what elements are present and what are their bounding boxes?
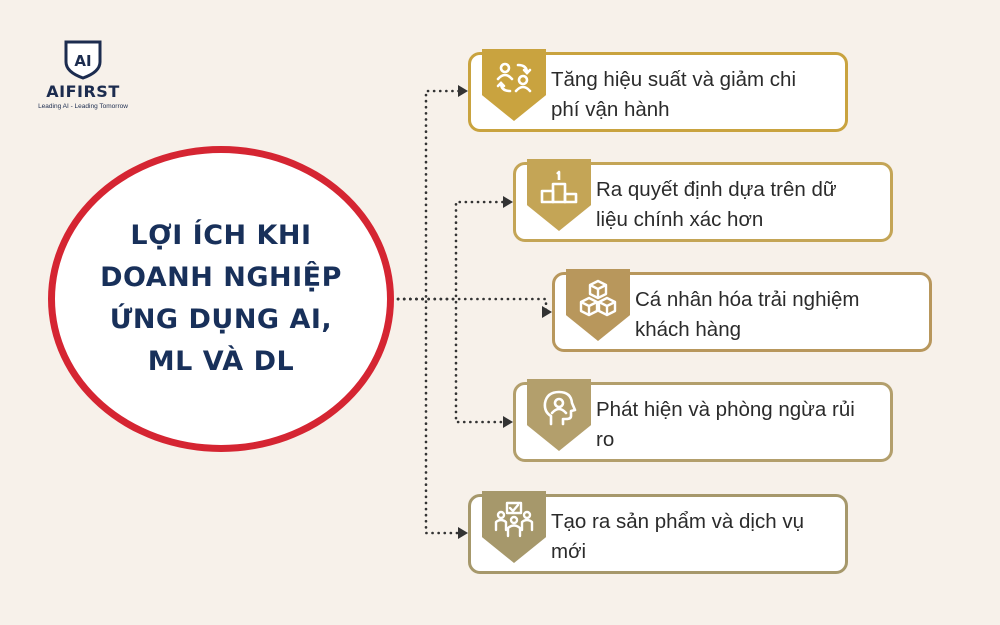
hub-title: LỢI ÍCH KHI DOANH NGHIỆP ỨNG DỤNG AI, ML… bbox=[100, 220, 342, 377]
head-profile-icon bbox=[527, 379, 591, 451]
team-presentation-icon bbox=[482, 491, 546, 563]
benefit-card-decisions: Ra quyết định dựa trên dữ liệu chính xác… bbox=[513, 159, 893, 242]
people-exchange-icon bbox=[482, 49, 546, 121]
brand-logo: AI AIFIRST Leading AI - Leading Tomorrow bbox=[28, 38, 138, 110]
brand-name: AIFIRST bbox=[46, 82, 120, 101]
benefit-label-risk: Phát hiện và phòng ngừa rủi ro bbox=[596, 398, 855, 451]
podium-icon bbox=[527, 159, 591, 231]
brand-tagline: Leading AI - Leading Tomorrow bbox=[38, 103, 128, 110]
cubes-icon bbox=[566, 269, 630, 341]
benefit-card-risk: Phát hiện và phòng ngừa rủi ro bbox=[513, 379, 893, 462]
benefit-card-efficiency: Tăng hiệu suất và giảm chi phí vận hành bbox=[468, 49, 848, 132]
benefit-card-innovation: Tạo ra sản phẩm và dịch vụ mới bbox=[468, 491, 848, 574]
benefit-label-personalization: Cá nhân hóa trải nghiệm khách hàng bbox=[635, 288, 860, 341]
benefit-card-personalization: Cá nhân hóa trải nghiệm khách hàng bbox=[552, 269, 932, 352]
benefit-label-efficiency: Tăng hiệu suất và giảm chi phí vận hành bbox=[551, 68, 796, 121]
benefit-label-innovation: Tạo ra sản phẩm và dịch vụ mới bbox=[551, 510, 804, 563]
central-hub: LỢI ÍCH KHI DOANH NGHIỆP ỨNG DỤNG AI, ML… bbox=[48, 146, 394, 452]
shield-logo-icon: AI bbox=[64, 40, 102, 80]
logo-mark: AI bbox=[74, 52, 91, 70]
benefit-label-decisions: Ra quyết định dựa trên dữ liệu chính xác… bbox=[596, 178, 837, 231]
